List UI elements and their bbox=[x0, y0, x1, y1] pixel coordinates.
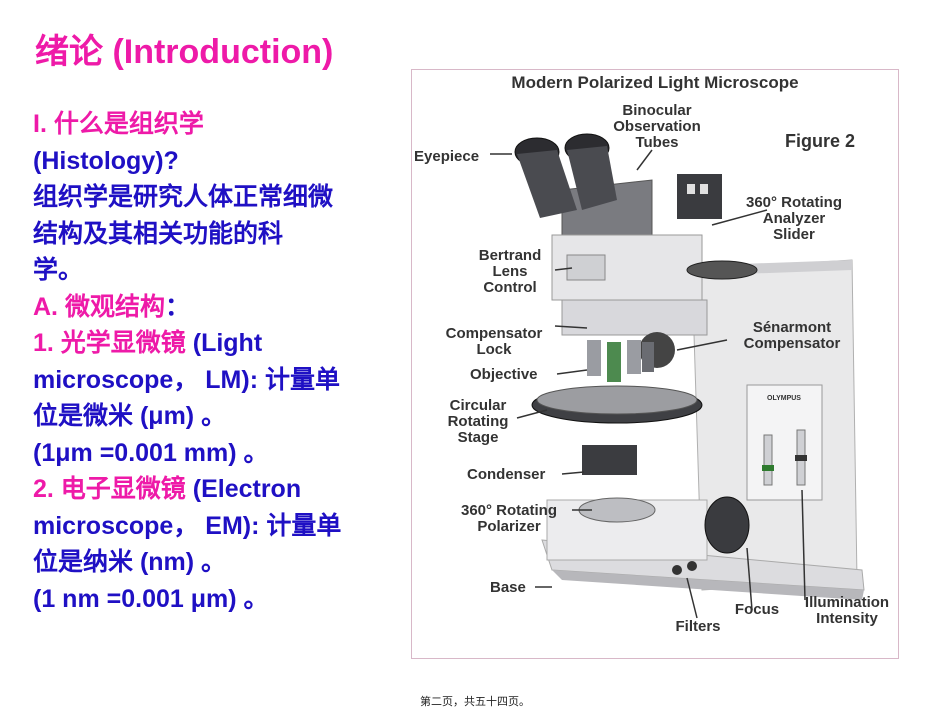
body-text-segment: A. 微观结构 bbox=[33, 292, 165, 321]
label-stage-2: Rotating bbox=[448, 413, 509, 430]
body-line: 1. 光学显微镜 (Light bbox=[33, 325, 393, 362]
body-line: 2. 电子显微镜 (Electron bbox=[33, 471, 393, 508]
objective-lens bbox=[642, 342, 654, 372]
label-condenser: Condenser bbox=[467, 466, 546, 483]
objective-lens bbox=[587, 340, 601, 376]
analyzer-slider bbox=[686, 260, 758, 280]
label-base: Base bbox=[490, 579, 526, 596]
label-compensator-lock-1: Compensator bbox=[446, 325, 543, 342]
slider-indicator bbox=[762, 465, 774, 471]
body-line: 组织学是研究人体正常细微 bbox=[33, 179, 393, 216]
nosepiece-housing bbox=[561, 299, 708, 336]
panel-switch bbox=[700, 184, 708, 194]
label-polarizer-2: Polarizer bbox=[477, 518, 541, 535]
body-text-segment: 位是微米 (μm) 。 bbox=[33, 402, 227, 430]
body-text-segment: (Histology)? bbox=[33, 146, 179, 175]
focus-knob bbox=[704, 496, 750, 554]
figure-title: Modern Polarized Light Microscope bbox=[511, 73, 798, 92]
stage-top bbox=[536, 385, 698, 415]
body-line: 结构及其相关功能的科 bbox=[33, 216, 393, 253]
label-bertrand-1: Bertrand bbox=[479, 247, 542, 264]
body-text-segment: ： bbox=[164, 292, 190, 321]
label-binocular-2: Observation bbox=[613, 118, 701, 135]
body-text-segment: (Light bbox=[185, 329, 263, 357]
label-bertrand-3: Control bbox=[483, 279, 536, 296]
figure-label: Figure 2 bbox=[785, 131, 855, 151]
body-line: (1 nm =0.001 μm) 。 bbox=[33, 581, 393, 618]
body-text-segment: 1. 光学显微镜 bbox=[33, 329, 186, 357]
eyepiece-tube-right bbox=[567, 146, 617, 210]
label-binocular-1: Binocular bbox=[622, 102, 691, 119]
filter-button bbox=[672, 565, 682, 575]
body-line: (1μm =0.001 mm) 。 bbox=[33, 435, 393, 472]
body-line: 位是微米 (μm) 。 bbox=[33, 398, 393, 435]
objective-lens bbox=[627, 340, 641, 374]
body-text-segment: microscope， LM): 计量单 bbox=[33, 365, 340, 394]
panel-switch bbox=[687, 184, 695, 194]
filter-button bbox=[687, 561, 697, 571]
body-text-segment: 学。 bbox=[33, 256, 84, 284]
leader-lines bbox=[490, 149, 806, 619]
body-line: microscope， EM): 计量单 bbox=[33, 508, 393, 545]
label-senarmont-1: Sénarmont bbox=[753, 319, 831, 336]
body-text-segment: (1μm =0.001 mm) 。 bbox=[33, 438, 269, 467]
condenser bbox=[582, 445, 637, 475]
slide-title: 绪论 (Introduction) bbox=[35, 33, 334, 71]
label-stage-3: Stage bbox=[458, 429, 499, 446]
label-focus: Focus bbox=[735, 601, 779, 618]
body-text-segment: 2. 电子显微镜 bbox=[33, 475, 186, 503]
label-filters: Filters bbox=[675, 618, 720, 635]
objective-lens bbox=[607, 342, 621, 382]
microscope-diagram: Modern Polarized Light Microscope Figure… bbox=[414, 73, 889, 635]
illumination-panel bbox=[746, 384, 823, 501]
body-text-segment: (1 nm =0.001 μm) 。 bbox=[33, 584, 269, 613]
body-text-segment: 位是纳米 (nm) 。 bbox=[33, 548, 227, 576]
microscope-figure: Modern Polarized Light Microscope Figure… bbox=[411, 69, 899, 659]
body-line: 学。 bbox=[33, 252, 393, 289]
label-compensator-lock-2: Lock bbox=[476, 341, 512, 358]
body-line: 位是纳米 (nm) 。 bbox=[33, 544, 393, 581]
label-illumination-1: Illumination bbox=[805, 594, 889, 611]
label-polarizer-1: 360° Rotating bbox=[461, 502, 557, 519]
label-analyzer-3: Slider bbox=[773, 226, 815, 243]
label-stage-1: Circular bbox=[450, 397, 507, 414]
body-line: A. 微观结构： bbox=[33, 289, 393, 326]
label-senarmont-2: Compensator bbox=[744, 335, 841, 352]
body-text-segment: 组织学是研究人体正常细微 bbox=[33, 183, 334, 211]
bertrand-lens-control bbox=[566, 254, 606, 281]
body-line: microscope， LM): 计量单 bbox=[33, 362, 393, 399]
body-text-segment: (Electron bbox=[185, 475, 302, 503]
label-binocular-3: Tubes bbox=[635, 134, 678, 151]
label-bertrand-2: Lens bbox=[492, 263, 527, 280]
slider-indicator bbox=[795, 455, 807, 461]
body-text-segment: I. 什么是组织学 bbox=[33, 110, 204, 138]
body-text-segment: microscope， EM): 计量单 bbox=[33, 511, 342, 540]
body-line: (Histology)? bbox=[33, 143, 393, 180]
brand-label: OLYMPUS bbox=[767, 395, 801, 402]
label-illumination-2: Intensity bbox=[816, 610, 878, 627]
page-footer: 第二页，共五十四页。 bbox=[420, 695, 530, 708]
eyepiece-tube-left bbox=[517, 150, 577, 218]
intensity-slider bbox=[763, 434, 773, 486]
label-analyzer-1: 360° Rotating bbox=[746, 194, 842, 211]
body-text-segment: 结构及其相关功能的科 bbox=[33, 219, 284, 248]
label-eyepiece: Eyepiece bbox=[414, 148, 479, 165]
label-analyzer-2: Analyzer bbox=[763, 210, 826, 227]
body-line: I. 什么是组织学 bbox=[33, 106, 393, 143]
control-panel bbox=[677, 174, 722, 219]
base-edge bbox=[552, 570, 864, 600]
body-text: I. 什么是组织学 (Histology)? 组织学是研究人体正常细微结构及其相关功… bbox=[33, 106, 393, 617]
label-objective: Objective bbox=[470, 366, 538, 383]
